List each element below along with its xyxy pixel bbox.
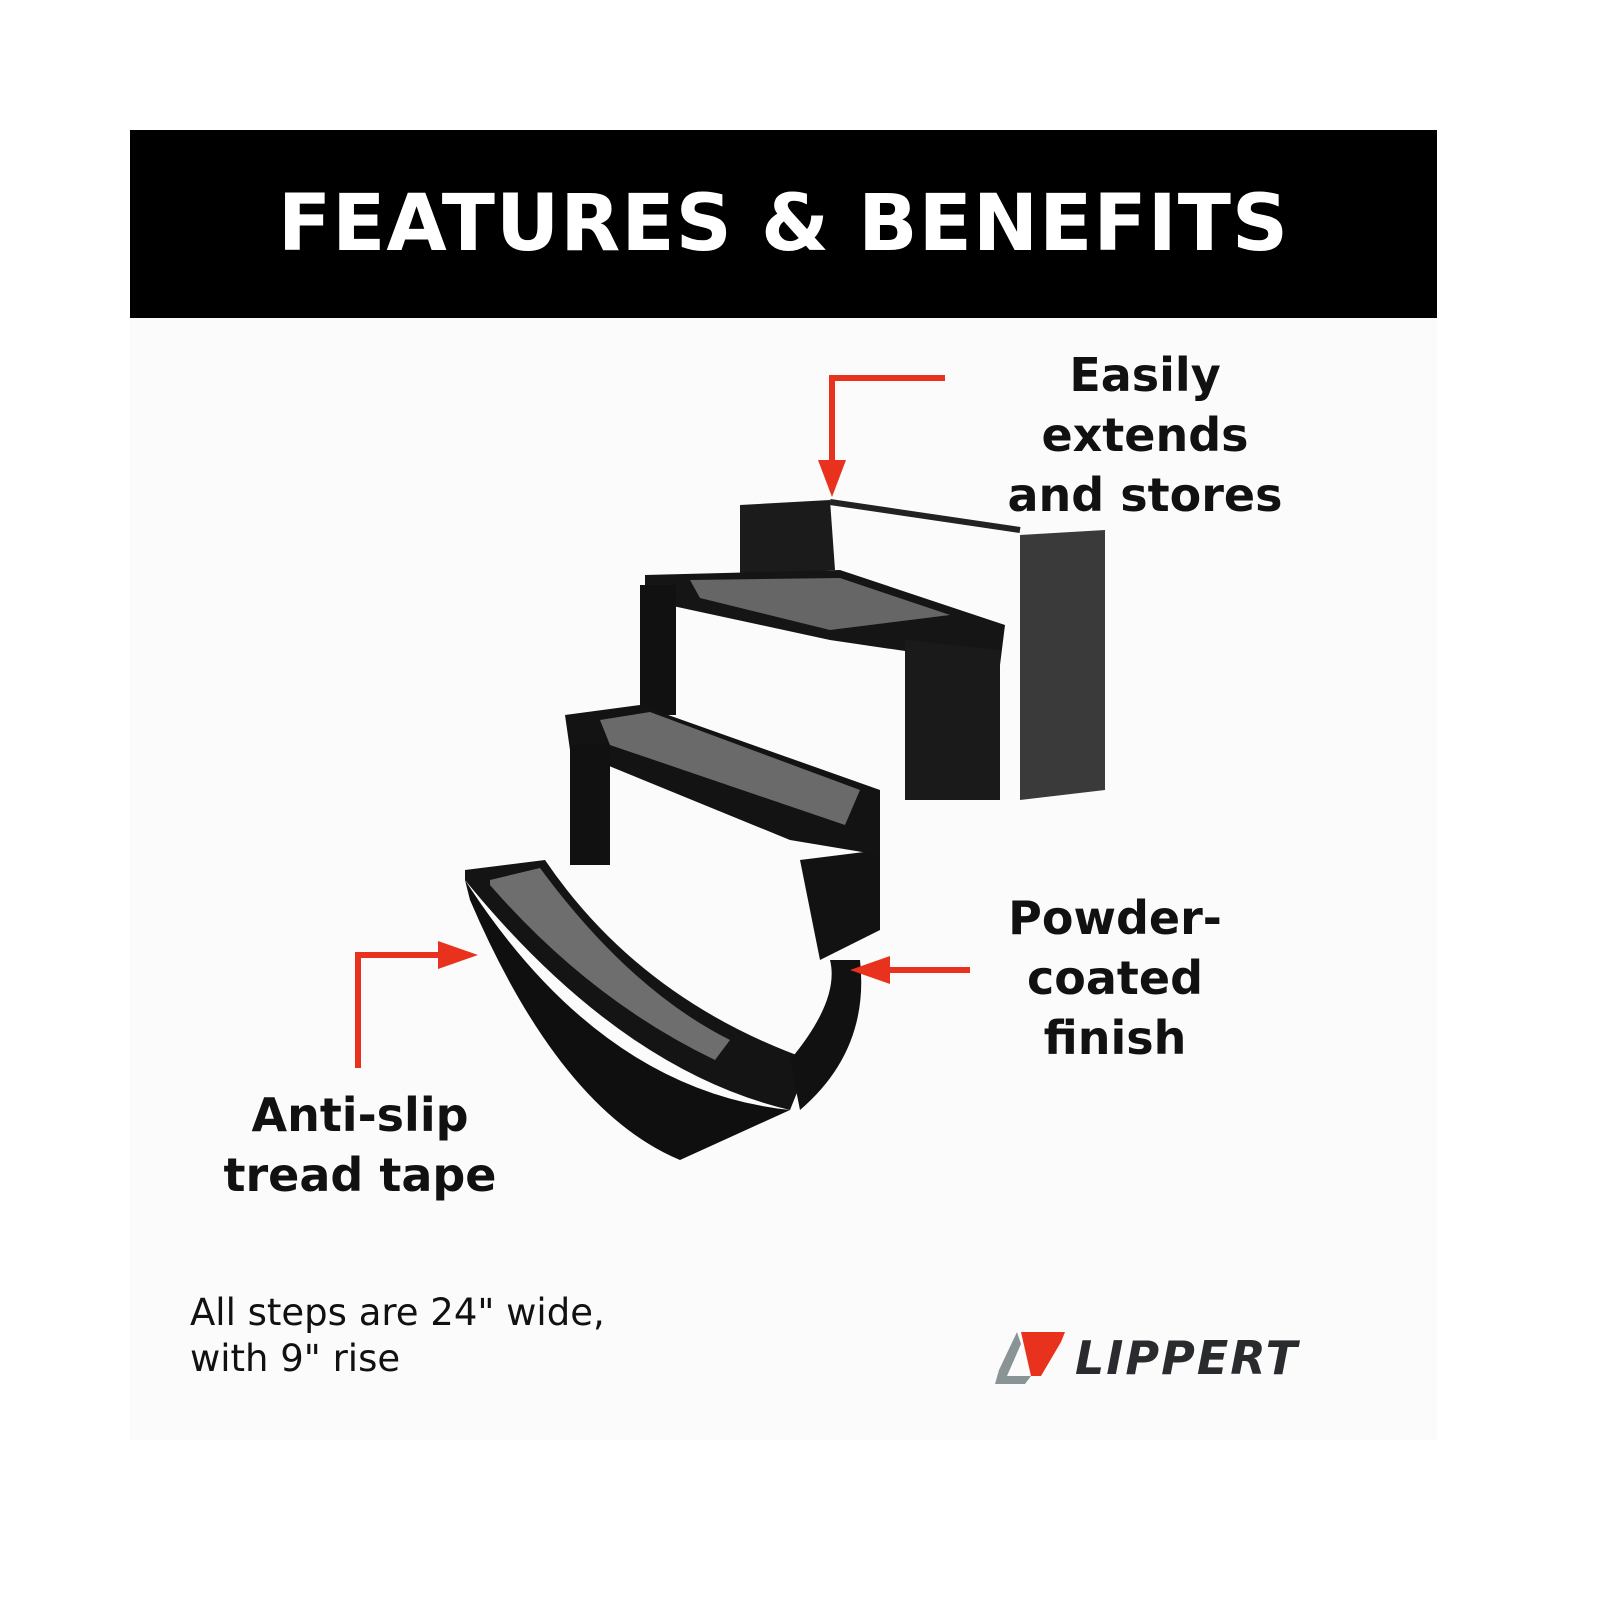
step-product-image (465, 499, 1105, 1160)
callout-text: coated (1026, 951, 1204, 1005)
page-title: FEATURES & BENEFITS (277, 179, 1290, 269)
lippert-logo-icon (995, 1332, 1065, 1384)
callout-text: finish (1043, 1011, 1187, 1065)
callout-text: tread tape (223, 1148, 497, 1202)
callout-extends: Easily extends and stores (960, 345, 1330, 525)
callout-text: Powder- (1008, 891, 1222, 945)
note-line: with 9" rise (190, 1337, 401, 1380)
arrow-head-icon (818, 460, 846, 497)
brand-logo: LIPPERT (995, 1330, 1299, 1386)
callout-arrows (355, 375, 970, 1068)
arrow-head-icon (850, 956, 890, 984)
header-banner: FEATURES & BENEFITS (130, 130, 1437, 318)
callout-text: Easily extends (1041, 348, 1249, 462)
dimensions-note: All steps are 24" wide, with 9" rise (190, 1290, 605, 1382)
arrow-tread (355, 952, 440, 1068)
callout-finish: Powder- coated finish (990, 888, 1240, 1068)
arrow-extends (829, 375, 945, 465)
arrow-head-icon (438, 941, 478, 969)
callout-text: and stores (1007, 468, 1283, 522)
callout-text: Anti-slip (251, 1088, 469, 1142)
note-line: All steps are 24" wide, (190, 1291, 605, 1334)
brand-name: LIPPERT (1075, 1331, 1300, 1385)
callout-tread: Anti-slip tread tape (210, 1085, 510, 1205)
